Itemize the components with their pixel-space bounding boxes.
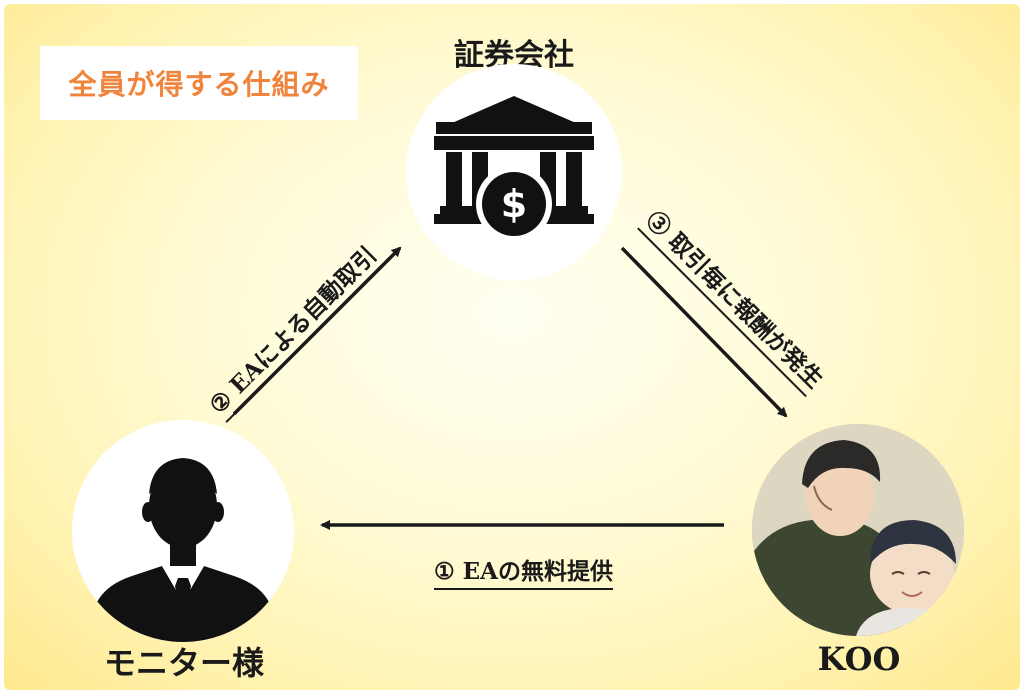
koo-label: KOO xyxy=(817,640,901,678)
koo-illustration xyxy=(752,424,964,636)
arrows-layer xyxy=(232,246,788,530)
bank-dollar-icon: $ xyxy=(434,96,594,242)
businessman-icon xyxy=(92,458,274,642)
diagram-title: 全員が得する仕組み xyxy=(68,68,330,101)
diagram-canvas: 全員が得する仕組み 証券会社 $ xyxy=(4,4,1020,690)
bank-node: $ xyxy=(406,64,622,280)
koo-node xyxy=(752,424,964,636)
edge-label-step1: ① EAの無料提供 xyxy=(434,552,614,590)
arrow-bank-to-koo xyxy=(620,246,788,418)
monitor-label: モニター様 xyxy=(103,644,264,682)
monitor-node xyxy=(72,420,294,642)
arrow-monitor-to-bank xyxy=(232,246,402,416)
title-box: 全員が得する仕組み xyxy=(40,46,358,120)
svg-text:$: $ xyxy=(501,182,527,226)
